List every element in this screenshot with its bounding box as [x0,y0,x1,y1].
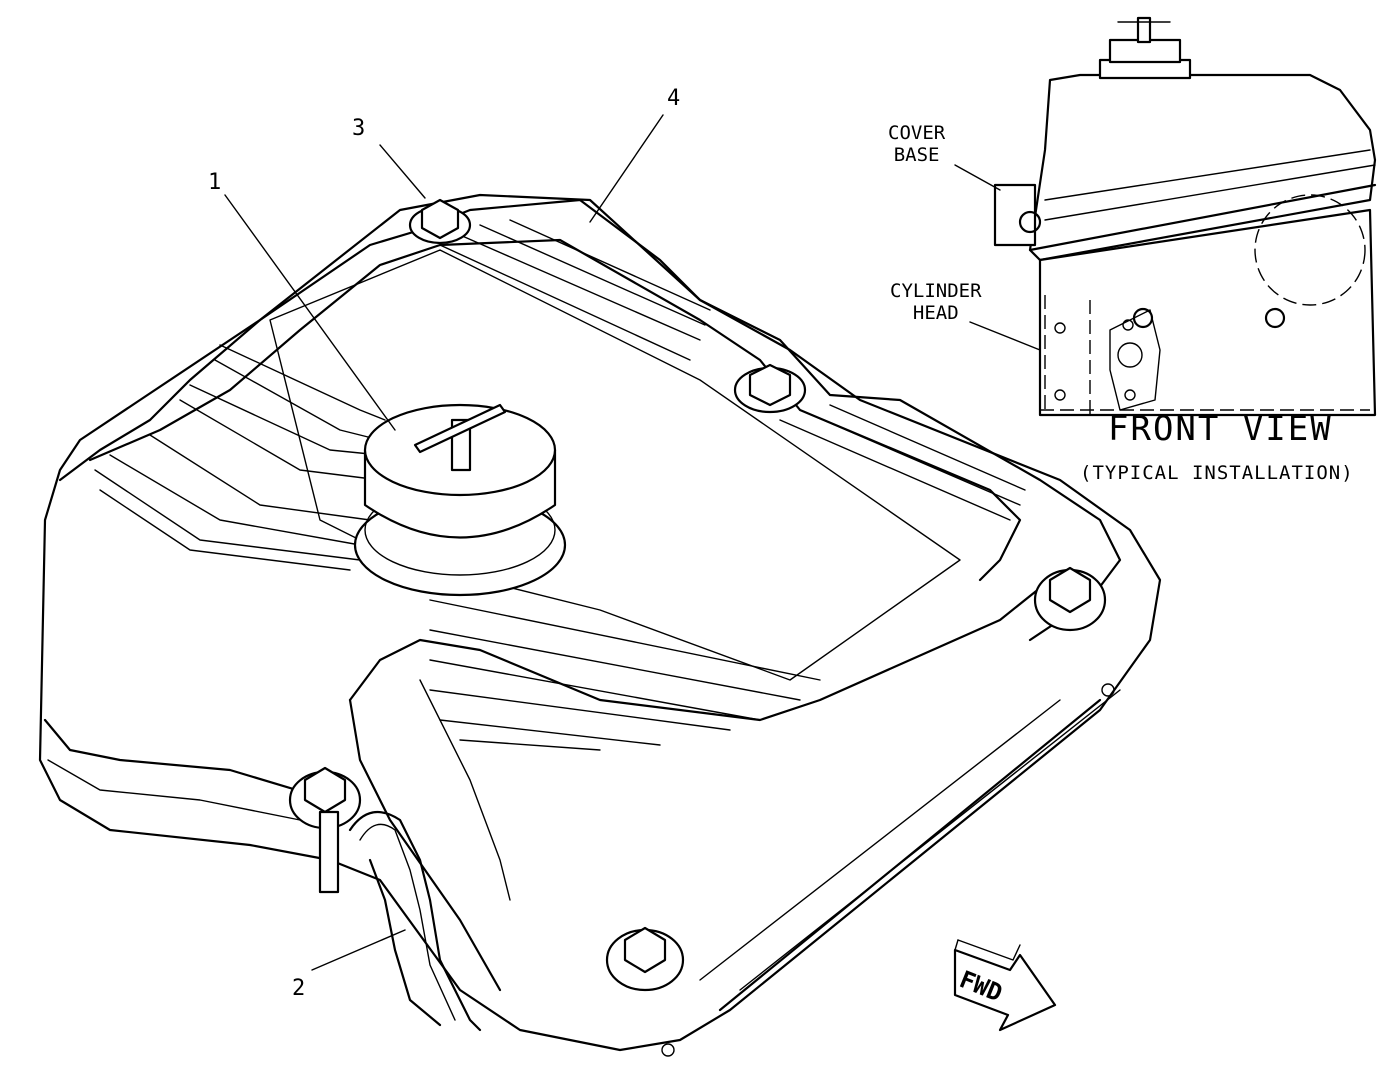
callout-leaders [224,114,664,971]
breather-cap [353,403,567,597]
cooling-ribs-top [439,219,711,361]
gasket [348,810,482,1032]
bolt-right [1033,566,1107,632]
front-view-title: FRONT VIEW [1108,409,1333,449]
cylinder-head-label: CYLINDER HEAD [890,280,982,324]
mounting-bolts [288,198,1115,1057]
callout-4: 4 [667,86,681,111]
valve-cover-body [38,193,1162,1052]
callout-3: 3 [352,116,366,141]
cooling-ribs-bottom [429,599,821,751]
bolt-top-middle [733,363,807,414]
bolt-front [605,926,685,992]
fwd-arrow [953,939,1057,1032]
callout-1: 1 [208,170,222,195]
cooling-ribs-right [779,404,1026,521]
bolt-left-stud [288,766,362,894]
cover-base-label: COVER BASE [888,122,946,166]
cooling-ribs-left [94,344,386,571]
front-view-inset [954,16,1377,417]
callout-2: 2 [292,976,306,1001]
typical-installation-caption: (TYPICAL INSTALLATION) [1080,462,1354,484]
bolt-top-left [408,198,472,245]
